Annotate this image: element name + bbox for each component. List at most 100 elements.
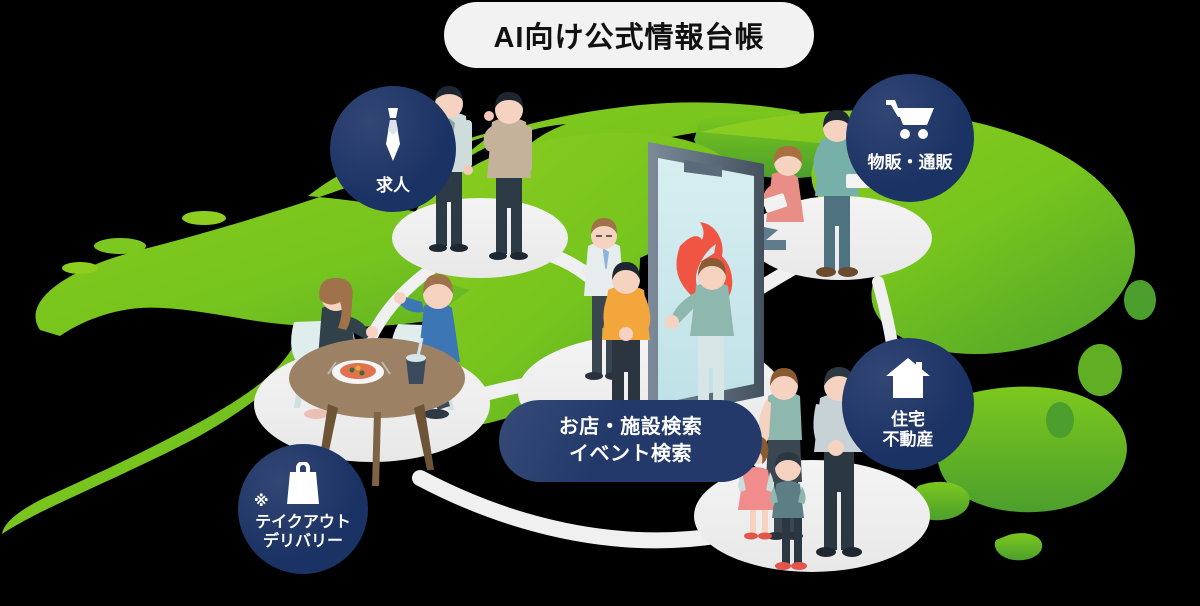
- drink-cup: [406, 358, 426, 384]
- shopping-cart-icon: [884, 98, 936, 145]
- shoe-left: [816, 267, 836, 277]
- map-speck-2: [62, 262, 98, 274]
- shoe-left: [489, 252, 507, 260]
- map-speck-4: [1124, 280, 1156, 320]
- table-leg-right: [414, 404, 434, 470]
- category-label-jobs: 求人: [376, 176, 410, 195]
- dining-table: [289, 337, 465, 486]
- category-label-realestate: 住宅 不動産: [882, 410, 934, 450]
- hands: [828, 440, 844, 456]
- head: [591, 223, 617, 249]
- phone-notch: [684, 160, 722, 177]
- map-island-4: [994, 533, 1043, 561]
- legs: [824, 196, 850, 270]
- shoe: [423, 409, 449, 419]
- arm-left: [603, 294, 618, 335]
- hair: [824, 367, 854, 386]
- person-boy: [770, 452, 807, 570]
- food-bit-2: [359, 370, 365, 376]
- person-pointing-woman: [665, 258, 734, 422]
- center-pill-line-2: イベント検索: [569, 443, 692, 465]
- scene-center-phone: [582, 142, 764, 424]
- arm-raised: [483, 126, 500, 152]
- shopping-bag-icon: [282, 461, 324, 509]
- arms: [813, 404, 834, 451]
- page-title: AI向け公式情報台帳: [493, 22, 765, 54]
- tie: [603, 248, 609, 274]
- tablet: [762, 193, 788, 213]
- shoe-right: [510, 252, 528, 260]
- shoe: [304, 409, 328, 419]
- category-circle-takeout[interactable]: ※ テイクアウト デリバリー: [238, 444, 368, 574]
- head: [775, 455, 801, 481]
- necktie-icon: [378, 108, 408, 167]
- category-label-takeout: テイクアウト デリバリー: [255, 514, 351, 550]
- hair: [495, 92, 523, 108]
- hair: [591, 218, 617, 234]
- hair: [698, 258, 726, 276]
- arm-right: [636, 294, 651, 335]
- sleeve-right: [798, 486, 806, 504]
- category-circle-realestate[interactable]: 住宅 不動産: [842, 338, 974, 470]
- person-seated-shopper: [745, 146, 804, 250]
- hair: [823, 110, 851, 128]
- arm-right: [464, 120, 472, 168]
- asterisk-mark: ※: [254, 493, 269, 510]
- hand-right: [463, 165, 473, 175]
- food: [340, 363, 376, 379]
- hand: [394, 292, 406, 304]
- map-speck-3: [182, 211, 226, 225]
- hair: [319, 278, 353, 330]
- leg-right: [794, 518, 802, 564]
- hair: [423, 274, 453, 294]
- arm: [347, 316, 370, 339]
- top: [690, 282, 734, 336]
- fork: [327, 361, 337, 375]
- knife: [381, 361, 391, 375]
- category-circle-jobs[interactable]: 求人: [330, 86, 456, 212]
- shoe-left: [585, 372, 603, 380]
- shoe-left: [775, 562, 791, 570]
- cup-lid: [406, 354, 426, 362]
- shoe-right: [791, 562, 807, 570]
- head: [423, 279, 453, 309]
- center-search-pill[interactable]: お店・施設検索 イベント検索: [499, 400, 762, 482]
- table-leg-center: [372, 412, 381, 486]
- straw: [416, 337, 424, 357]
- arm-down: [758, 400, 771, 439]
- hair: [435, 86, 463, 100]
- map-speck-1: [94, 238, 146, 254]
- head: [698, 262, 726, 290]
- hair: [770, 368, 798, 386]
- hand: [366, 326, 378, 338]
- legs: [698, 336, 724, 416]
- category-label-retail: 物販・通販: [867, 153, 953, 172]
- arm-pointing: [670, 292, 698, 326]
- shoe-right: [842, 547, 862, 557]
- shoe-left: [816, 547, 836, 557]
- house-icon: [886, 358, 930, 403]
- shoe-left: [429, 244, 447, 252]
- top: [766, 392, 802, 440]
- dress: [738, 467, 774, 510]
- map-australia: [936, 386, 1127, 513]
- head: [770, 372, 798, 400]
- map-south-america: [2, 326, 304, 534]
- leg-left: [782, 518, 790, 564]
- hand-raised: [484, 111, 494, 121]
- scene-family: [738, 367, 864, 570]
- shirt: [772, 481, 804, 518]
- map-speck-5: [1078, 344, 1122, 396]
- shoe-left: [744, 532, 758, 540]
- sleeve-left: [770, 486, 778, 504]
- category-circle-retail[interactable]: 物販・通販: [846, 74, 974, 202]
- legs: [824, 452, 854, 550]
- map-speck-6: [1046, 402, 1074, 438]
- legs: [436, 172, 462, 246]
- page-title-pill: AI向け公式情報台帳: [444, 2, 814, 68]
- head: [495, 96, 523, 124]
- leg-left: [750, 510, 756, 534]
- leg-right: [762, 510, 768, 534]
